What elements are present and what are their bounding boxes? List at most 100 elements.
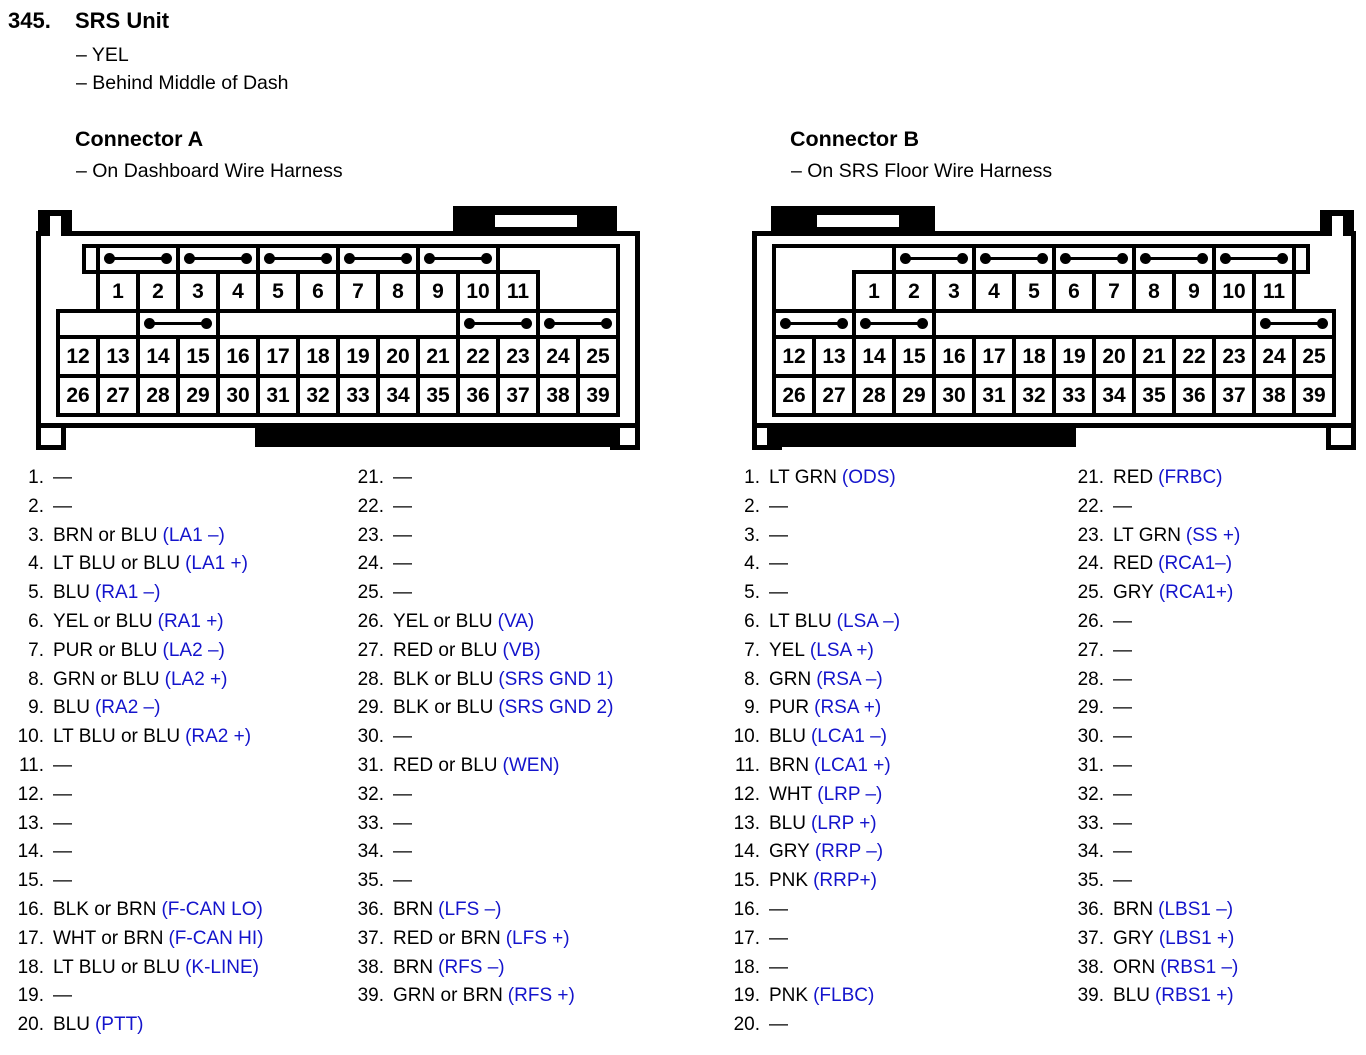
pin-number: 35. [1077, 870, 1104, 892]
pin-number: 5. [28, 582, 44, 604]
pin-cell-28: 28 [852, 374, 896, 417]
pin-cell-2: 2 [892, 270, 936, 313]
pin-list-row: 2.— [6, 493, 263, 522]
wire-color: LT BLU or BLU [53, 726, 181, 748]
wire-color: LT BLU or BLU [53, 553, 181, 575]
pin-cell-21: 21 [1132, 335, 1176, 378]
jumper-dot [1140, 253, 1151, 264]
signal-name: (RA1 +) [157, 610, 224, 632]
pin-number: 37. [1077, 927, 1104, 949]
wire-color: — [1113, 754, 1132, 776]
pin-number: 12. [17, 783, 44, 805]
wire-color: PUR or BLU [53, 639, 158, 661]
pin-cell-11: 11 [496, 270, 540, 313]
wire-color: — [53, 985, 72, 1007]
pin-list-row: 30.— [1066, 723, 1240, 752]
pin-number: 38. [357, 956, 384, 978]
signal-name: (RRP –) [814, 841, 884, 863]
pin-list-row: 21.— [346, 464, 613, 493]
pin-list-row: 4.— [722, 550, 900, 579]
pin-number: 10. [17, 726, 44, 748]
pin-list-row: 28.BLK or BLU(SRS GND 1) [346, 666, 614, 695]
pin-list-row: 21.RED(FRBC) [1066, 464, 1240, 493]
signal-name: (RCA1+) [1158, 582, 1234, 604]
jumper-dot [837, 318, 848, 329]
jumper-dot [321, 253, 332, 264]
wire-color: — [769, 524, 788, 546]
pin-number: 27. [1077, 639, 1104, 661]
pin-list-row: 39.GRN or BRN(RFS +) [346, 982, 613, 1011]
pin-cell-29: 29 [176, 374, 220, 417]
pin-cell-12: 12 [56, 335, 100, 378]
wire-color: YEL or BLU [53, 610, 153, 632]
wire-color: — [393, 495, 412, 517]
pin-cell-15: 15 [176, 335, 220, 378]
pin-number: 5. [744, 582, 760, 604]
pin-list-row: 12.— [6, 781, 263, 810]
pin-number: 20. [733, 1014, 760, 1036]
jumper-line [190, 257, 246, 260]
connector-a-subheading: – On Dashboard Wire Harness [76, 160, 343, 182]
pin-number: 16. [17, 898, 44, 920]
wire-color: — [393, 582, 412, 604]
jumper-dot [481, 253, 492, 264]
pin-list-row: 14.GRY(RRP –) [722, 838, 900, 867]
connector-a-heading: Connector A [75, 127, 204, 151]
wire-color: YEL or BLU [393, 610, 493, 632]
jumper-dot [144, 318, 155, 329]
pin-cell-27: 27 [812, 374, 856, 417]
signal-name: (RRP+) [813, 870, 877, 892]
signal-name: (LRP –) [817, 783, 883, 805]
wire-color: GRY [1113, 582, 1154, 604]
pin-cell-36: 36 [1172, 374, 1216, 417]
wire-color: BLU [53, 582, 90, 604]
wire-color: — [1113, 812, 1132, 834]
pin-cell-10: 10 [1212, 270, 1256, 313]
pin-number: 24. [357, 553, 384, 575]
wire-color: — [53, 841, 72, 863]
pin-cell-5: 5 [1012, 270, 1056, 313]
pin-number: 37. [357, 927, 384, 949]
pin-number: 24. [1077, 553, 1104, 575]
pin-number: 9. [744, 697, 760, 719]
jumper-dot [544, 318, 555, 329]
pin-cell-9: 9 [1172, 270, 1216, 313]
pin-cell-14: 14 [136, 335, 180, 378]
pin-number: 7. [744, 639, 760, 661]
wire-color: — [53, 870, 72, 892]
jumper-line [150, 322, 206, 325]
pin-number: 22. [1077, 495, 1104, 517]
pin-cell-36: 36 [456, 374, 500, 417]
pin-list-row: 1.LT GRN(ODS) [722, 464, 900, 493]
signal-name: (LBS1 +) [1158, 927, 1235, 949]
pin-cell-27: 27 [96, 374, 140, 417]
signal-name: (SS +) [1185, 524, 1241, 546]
jumper-dot [1197, 253, 1208, 264]
pin-number: 32. [357, 783, 384, 805]
bottom-bar [767, 423, 1076, 447]
signal-name: (LA1 +) [185, 553, 248, 575]
pin-number: 36. [1077, 898, 1104, 920]
jumper-line [470, 322, 526, 325]
wire-color: — [1113, 668, 1132, 690]
latch-notch-slot [50, 216, 61, 252]
wire-color: — [1113, 841, 1132, 863]
pin-number: 17. [17, 927, 44, 949]
pin-list-row: 1.— [6, 464, 263, 493]
wire-color: BRN or BLU [53, 524, 158, 546]
signal-name: (LCA1 –) [810, 726, 887, 748]
pin-cell-19: 19 [336, 335, 380, 378]
pin-list-row: 12.WHT(LRP –) [722, 781, 900, 810]
wire-color: GRN [769, 668, 812, 690]
pin-list-row: 9.BLU(RA2 –) [6, 694, 263, 723]
pin-number: 29. [1077, 697, 1104, 719]
pin-number: 34. [1077, 841, 1104, 863]
pin-cell-26: 26 [772, 374, 816, 417]
jumper-line [550, 322, 606, 325]
jumper-line [986, 257, 1042, 260]
wire-color: BLU [53, 697, 90, 719]
pin-list-row: 22.— [1066, 493, 1240, 522]
pin-cell-17: 17 [256, 335, 300, 378]
mounting-tab-slot [495, 215, 577, 227]
